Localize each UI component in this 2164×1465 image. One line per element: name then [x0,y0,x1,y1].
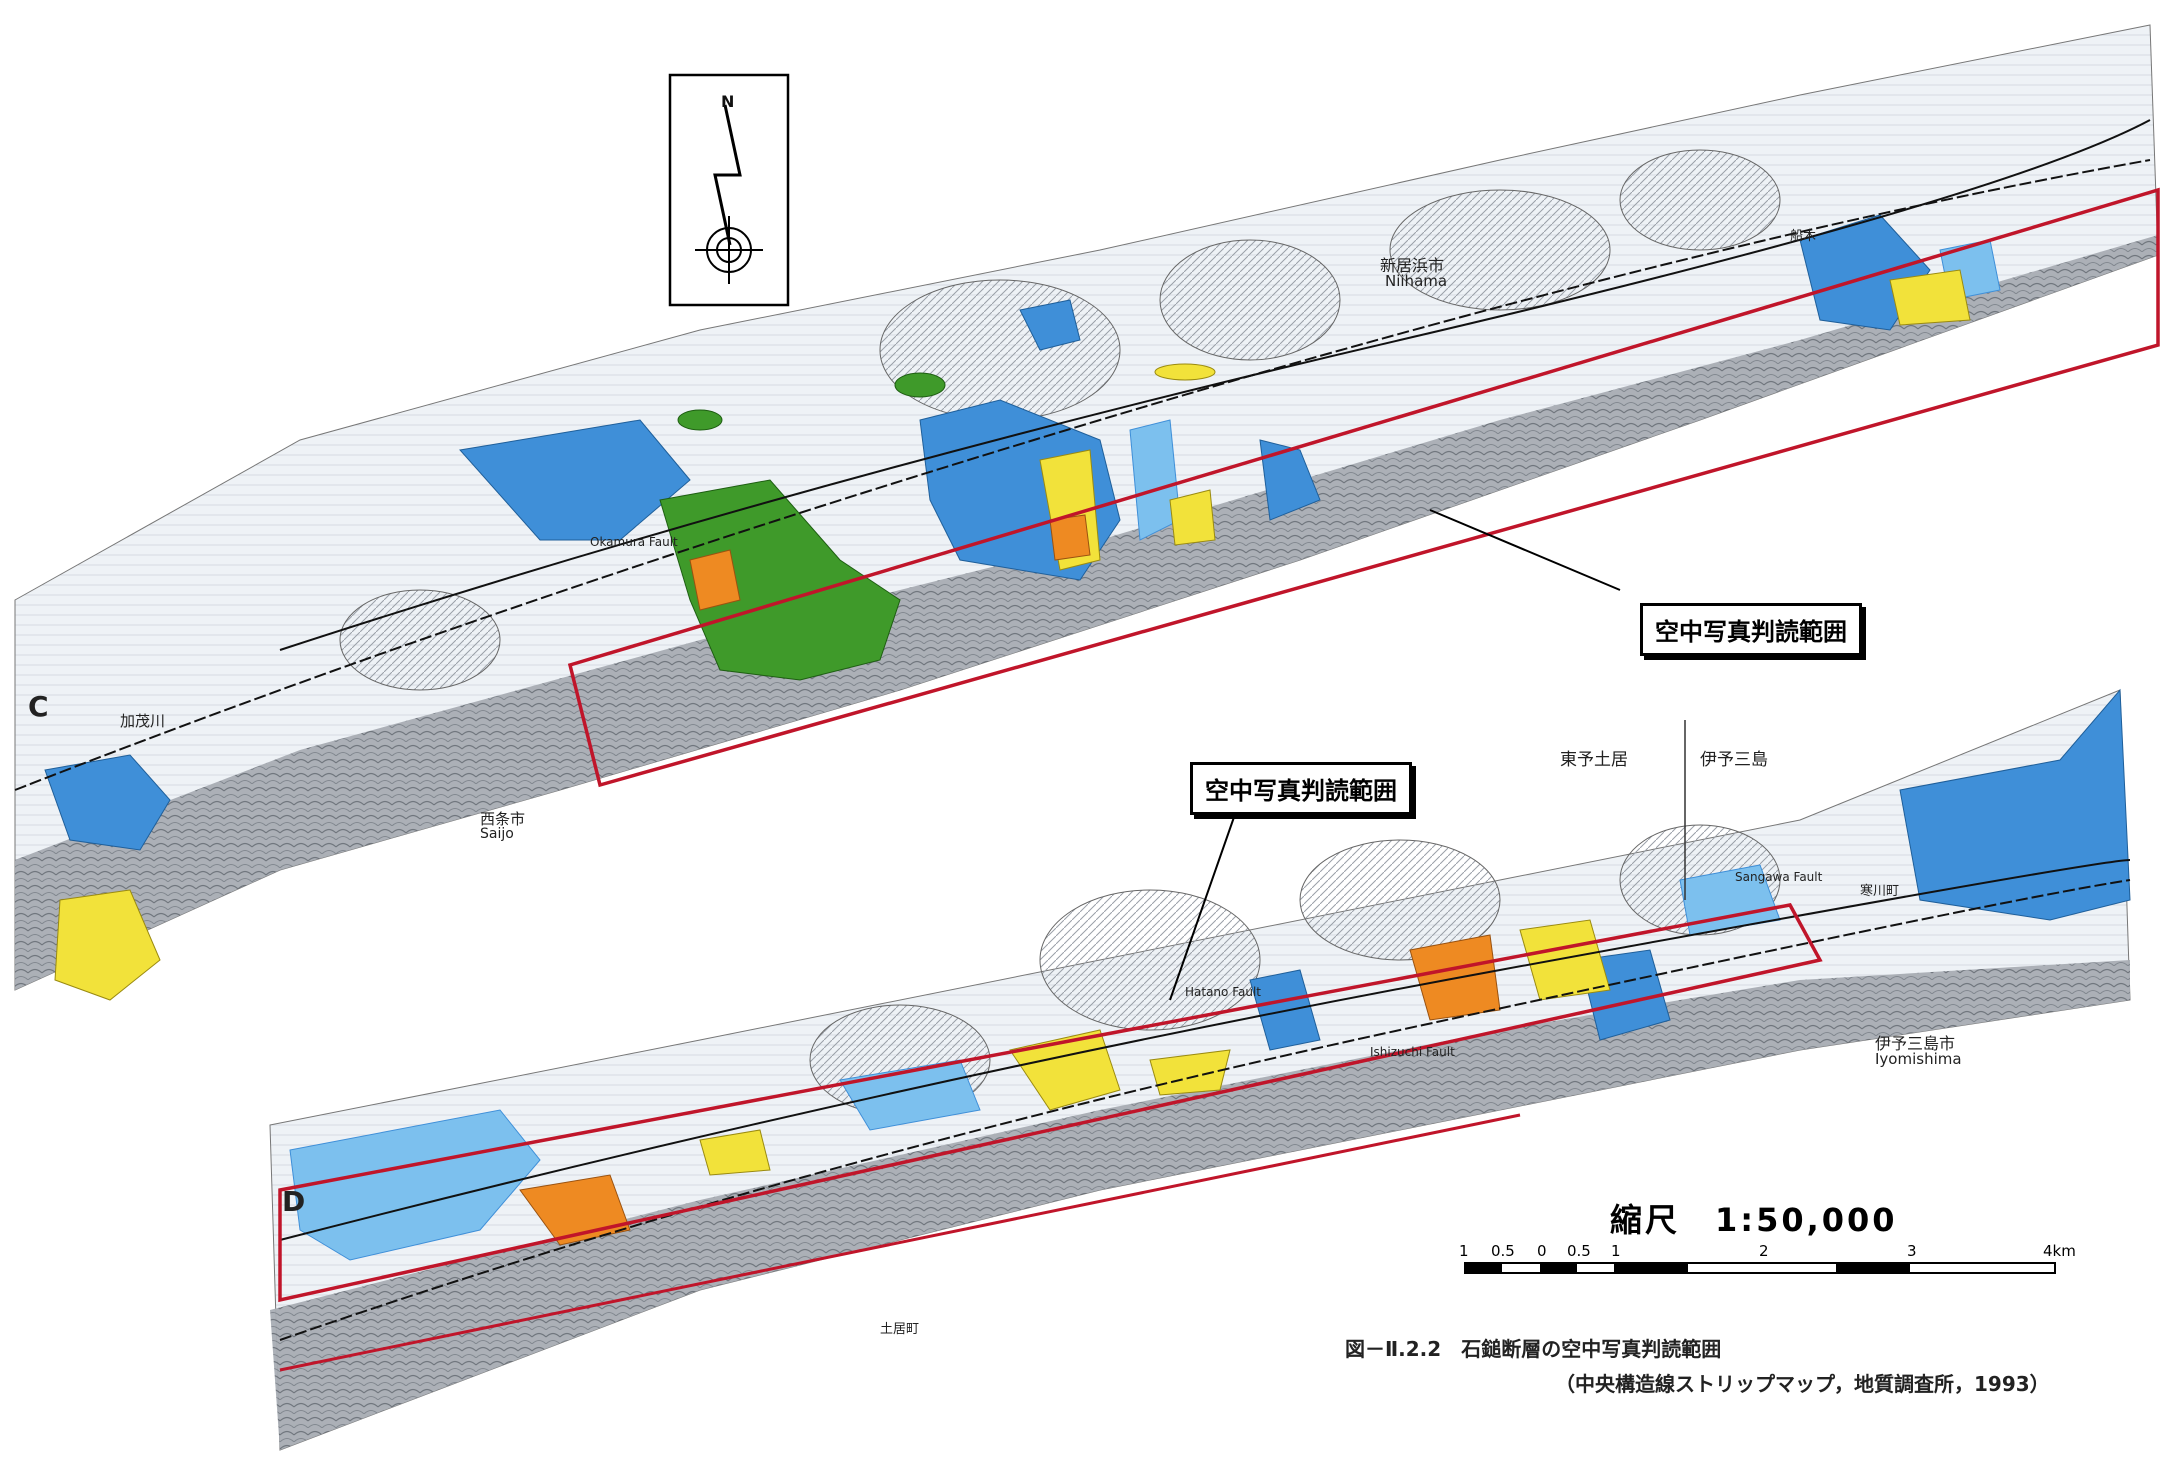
place-doi: 土居町 [880,1322,920,1337]
strip-d-mountains [270,960,2130,1450]
place-kokawa: 寒川町 [1860,884,1900,899]
scale-tick: 0.5 [1491,1242,1515,1260]
figure-caption-title: 図－Ⅱ.2.2 石鎚断層の空中写真判読範囲 [1345,1337,1722,1361]
north-letter: N [721,92,735,111]
callout-pointer-lower [1169,799,1241,1001]
lightblue-deposits-d [289,864,1781,1261]
callout-pointer-upper [1429,509,1621,591]
blue-deposits-d [1249,688,2131,1051]
photo-range-callout-lower: 空中写真判読範囲 [1190,762,1412,815]
north-arrow [668,73,790,307]
strip-d [269,688,2131,1451]
place-saijo-en: Saijo [480,826,514,842]
label-hatano-fault: Hatano Fault [1185,985,1261,999]
place-iyomishima-jp: 伊予三島市 [1875,1034,1956,1053]
label-okamura-fault: Okamura Fault [590,535,678,549]
scale-tick: 1 [1459,1242,1469,1260]
label-ishizuchi-fault: Ishizuchi Fault [1370,1045,1455,1059]
scale-tick: 0 [1537,1242,1547,1260]
fault-lines-d [279,859,2131,1341]
photo-range-callout-upper: 空中写真判読範囲 [1640,603,1862,656]
photo-range-box-c [567,187,2160,788]
panel-letter-d: D [282,1185,306,1218]
scale-title: 縮尺 1:50,000 [1610,1201,1898,1239]
label-sangawa-fault: Sangawa Fault [1735,870,1823,884]
place-kamogawa: 加茂川 [120,712,166,730]
scale-tick: 0.5 [1567,1242,1591,1260]
red-line-d-lower [279,1113,1521,1372]
strip-c-mountains [15,235,2158,990]
scale-tick: 3 [1907,1242,1917,1260]
scale-tick: 2 [1759,1242,1769,1260]
scale-tick: 4km [2043,1242,2076,1260]
place-toyo-doi: 東予土居 [1560,750,1628,770]
place-niihama-en: Niihama [1385,272,1448,290]
fault-lines-c [14,119,2151,791]
place-funaki: 船木 [1790,229,1817,244]
yellow-deposits-d [699,919,1611,1176]
panel-letter-c: C [28,690,49,723]
orange-deposits-c [689,514,1091,611]
strip-c [14,24,2160,1001]
scale-tick: 1 [1611,1242,1621,1260]
photo-range-box-d [278,903,1823,1303]
scale-ticks: 1 0.5 0 0.5 1 2 3 4km [1455,1242,2076,1262]
figure-caption-source: （中央構造線ストリップマップ，地質調査所，1993） [1555,1372,2050,1396]
scale-bar [1464,1262,2056,1274]
place-niihama-jp: 新居浜市 [1380,256,1445,275]
place-iyomishima-en: Iyomishima [1875,1050,1962,1068]
place-iyo-mishima: 伊予三島 [1700,750,1768,770]
place-saijo-jp: 西条市 [480,810,526,828]
green-deposits-c [659,372,946,681]
